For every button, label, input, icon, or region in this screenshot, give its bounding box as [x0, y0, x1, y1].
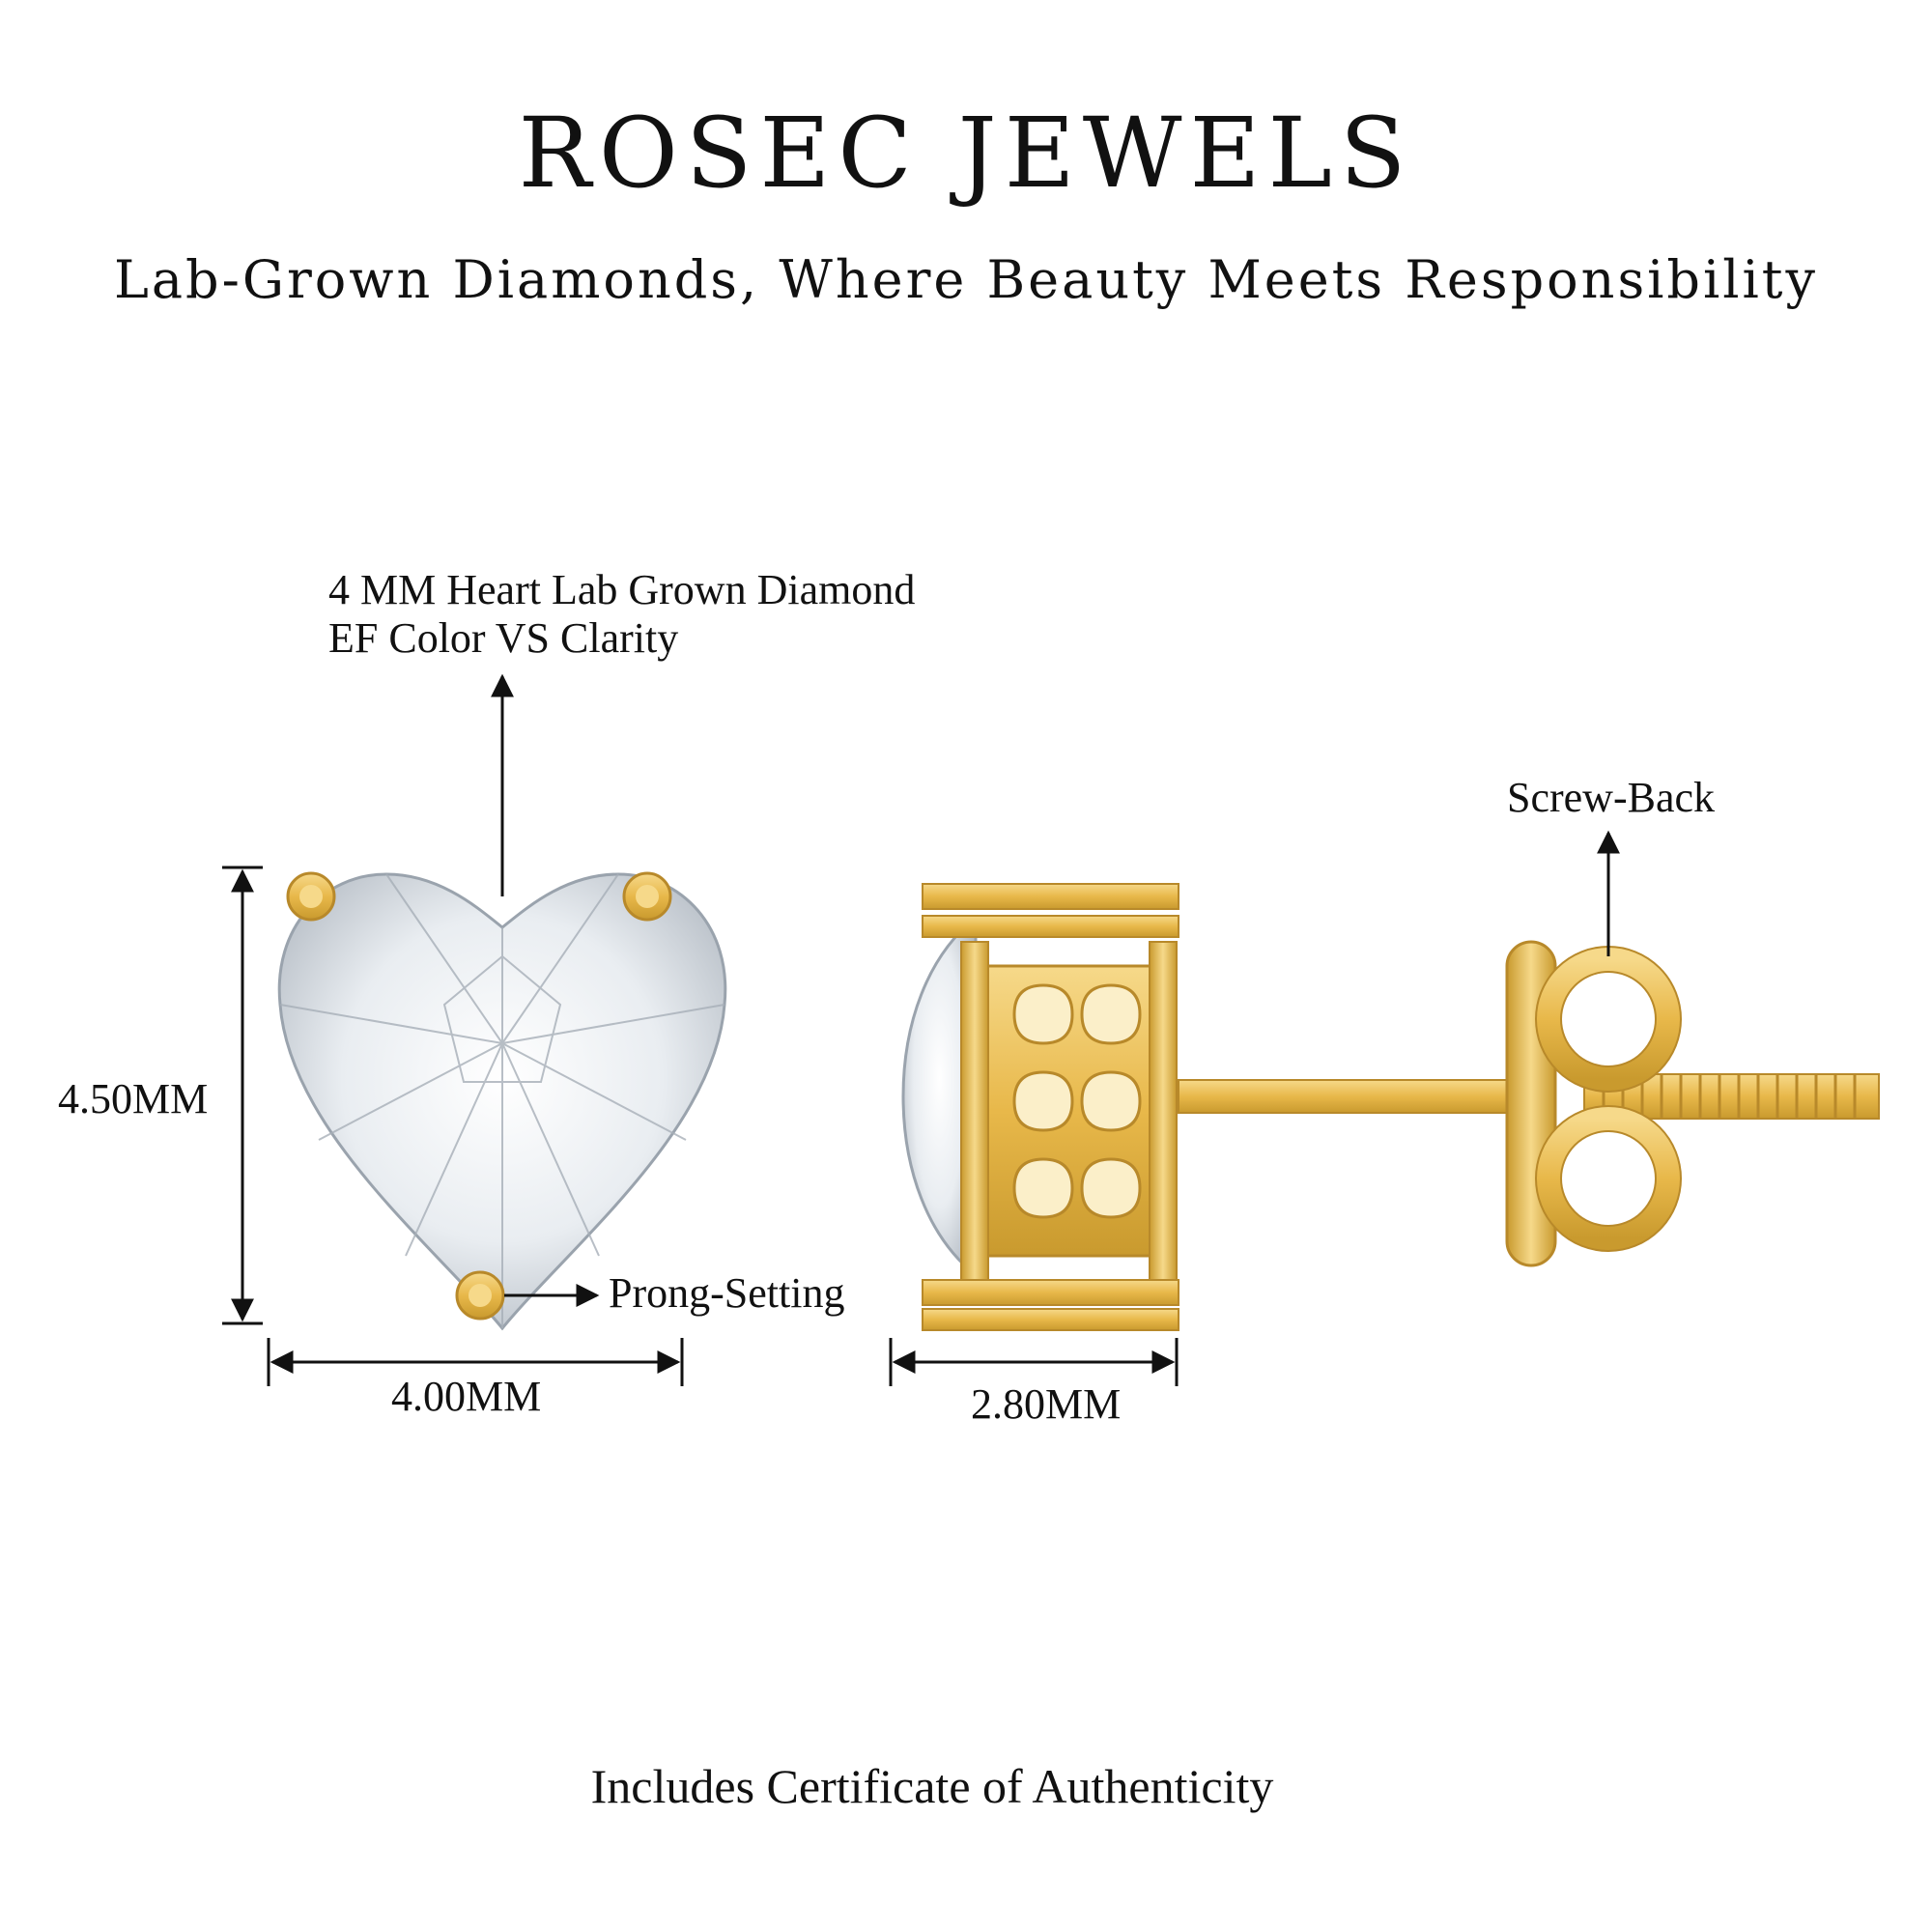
heart-diamond-front-view: [277, 871, 727, 1331]
basket-post-left: [960, 941, 989, 1305]
prong-bar-top: [922, 883, 1179, 910]
dimension-depth: [889, 1338, 1179, 1386]
prong-top-right: [622, 871, 672, 922]
screw-back-label: Screw-Back: [1507, 774, 1716, 821]
prong-bottom: [455, 1270, 505, 1321]
height-label: 4.50MM: [58, 1075, 209, 1122]
prong-bar-bottom: [922, 1279, 1179, 1306]
brand-title: ROSEC JEWELS: [518, 97, 1414, 210]
width-label: 4.00MM: [391, 1373, 542, 1420]
dimension-height: [222, 866, 263, 1325]
prong-setting-label: Prong-Setting: [609, 1269, 845, 1317]
screw-back-loops: [1536, 947, 1681, 1251]
depth-label: 2.80MM: [971, 1380, 1122, 1428]
earring-post: [1178, 1079, 1527, 1114]
prong-bar-top-2: [922, 915, 1179, 938]
brand-tagline: Lab-Grown Diamonds, Where Beauty Meets R…: [113, 249, 1819, 310]
basket-post-right: [1149, 941, 1178, 1305]
stone-spec-line-1: 4 MM Heart Lab Grown Diamond: [328, 566, 916, 613]
stone-spec-line-2: EF Color VS Clarity: [328, 614, 679, 662]
side-diamond: [901, 914, 978, 1279]
earring-side-view: [901, 883, 1880, 1331]
prong-top-left: [286, 871, 336, 922]
dimension-width: [267, 1338, 684, 1386]
certificate-note: Includes Certificate of Authenticity: [590, 1759, 1274, 1813]
filigree-pattern: [1012, 983, 1142, 1219]
prong-bar-bottom-2: [922, 1308, 1179, 1331]
diamond-facets: [279, 873, 725, 1328]
